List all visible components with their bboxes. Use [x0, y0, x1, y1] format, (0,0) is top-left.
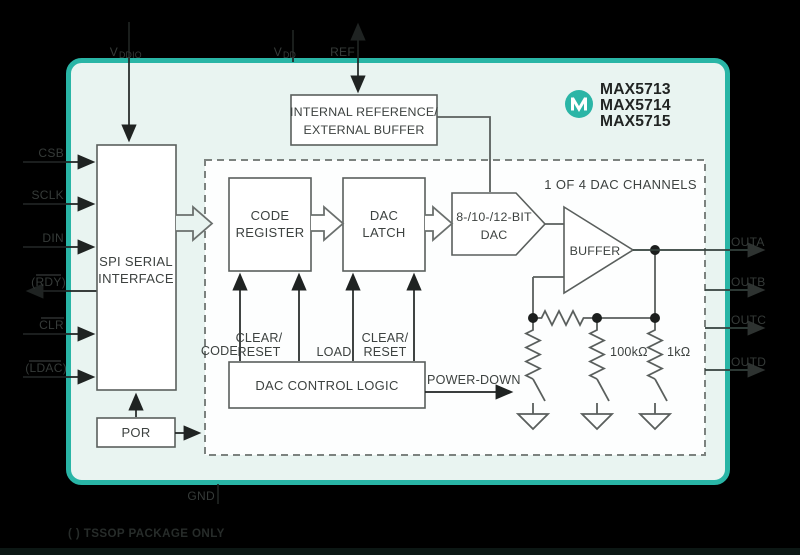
clear-reset-1-label-1: CLEAR/ — [236, 331, 283, 345]
ground-symbol-1 — [515, 413, 551, 431]
code-signal-label: CODE — [201, 344, 238, 358]
resistor-100k-label: 100kΩ — [610, 345, 648, 359]
dac-label-2: DAC — [481, 228, 508, 242]
ref-pin-label: REF — [330, 45, 355, 59]
vddio-pin-label: V — [110, 45, 118, 59]
vddio-pin-sub: DDIO — [119, 50, 142, 60]
ldac-pin-label: (LDAC) — [25, 361, 67, 375]
feedback-junction-dot — [528, 313, 538, 323]
vdd-pin-label: V — [274, 45, 282, 59]
dac-latch-label-1: DAC — [370, 208, 398, 223]
intref-to-dac-wire — [437, 116, 491, 192]
divider-resistor-2 — [587, 318, 607, 380]
reference-wires — [437, 116, 564, 225]
spi-interface-block — [96, 144, 177, 391]
load-signal-label: LOAD — [316, 345, 351, 359]
dac-control-logic-block — [228, 361, 426, 409]
outb-pin-label: OUTB — [731, 275, 766, 289]
dac-latch-label-2: LATCH — [362, 225, 405, 240]
tssop-footnote: ( ) TSSOP PACKAGE ONLY — [68, 527, 225, 540]
left-pin-wires — [23, 154, 97, 385]
resistor-network — [515, 250, 673, 431]
maxim-logo-m-glyph — [571, 97, 587, 112]
part-number-3: MAX5715 — [600, 113, 671, 130]
switch-blade-3 — [654, 378, 668, 402]
dac-control-logic-label: DAC CONTROL LOGIC — [255, 378, 398, 393]
code-register-block — [228, 177, 312, 272]
switch-blade-1 — [532, 378, 546, 402]
bus-arrows — [176, 205, 454, 242]
divider-resistor-1 — [523, 318, 543, 380]
spi-label-1: SPI SERIAL — [99, 254, 173, 269]
bottom-strip — [0, 548, 800, 555]
output-wires — [633, 242, 766, 378]
resistor-1k-label: 1kΩ — [667, 345, 690, 359]
clr-pin-label: CLR — [39, 318, 64, 332]
spi-to-channel-bus-arrow — [176, 205, 214, 242]
top-pin-wires — [121, 22, 366, 143]
intref-label-1: INTERNAL REFERENCE/ — [290, 105, 438, 119]
dac-latch-block — [342, 177, 426, 272]
outc-pin-label: OUTC — [731, 313, 766, 327]
clear-reset-2-label-2: RESET — [364, 345, 407, 359]
latch-to-dac-bus-arrow — [425, 205, 454, 242]
por-block — [96, 417, 176, 448]
dac-pentagon-block — [451, 192, 547, 256]
gnd-pin-label: GND — [187, 489, 215, 503]
dac-channel-note: 1 OF 4 DAC CHANNELS — [544, 177, 697, 192]
por-label: POR — [121, 425, 150, 440]
junction-dots — [528, 245, 660, 323]
dac-label-1: 8-/10-/12-BIT — [456, 210, 532, 224]
feedback-resistor-h — [533, 308, 655, 328]
rdy-pin-label: (RDY) — [31, 275, 66, 289]
divider-junction-dot-1 — [592, 313, 602, 323]
outa-pin-label: OUTA — [731, 235, 765, 249]
spi-label-2: INTERFACE — [98, 271, 174, 286]
vdd-pin-sub: DD — [283, 50, 296, 60]
ground-symbol-2 — [579, 413, 615, 431]
part-number-2: MAX5714 — [600, 97, 671, 114]
power-down-signal-label: POWER-DOWN — [427, 373, 521, 387]
codereg-to-latch-bus-arrow — [311, 205, 345, 242]
internal-reference-block — [290, 94, 438, 146]
part-number-1: MAX5713 — [600, 81, 671, 98]
ground-symbol-3 — [637, 413, 673, 431]
buffer-label: BUFFER — [570, 244, 621, 258]
block-outlines — [96, 94, 635, 448]
outd-pin-label: OUTD — [731, 355, 766, 369]
din-pin-label: DIN — [42, 231, 64, 245]
csb-pin-label: CSB — [38, 146, 64, 160]
divider-junction-dot-2 — [650, 313, 660, 323]
sclk-pin-label: SCLK — [31, 188, 64, 202]
maxim-branding: MAX5713 MAX5714 MAX5715 — [565, 81, 671, 130]
maxim-logo-icon — [565, 90, 593, 118]
switch-blade-2 — [596, 378, 610, 402]
intref-label-2: EXTERNAL BUFFER — [304, 123, 425, 137]
divider-resistor-3 — [645, 318, 665, 380]
code-register-label-1: CODE — [251, 208, 290, 223]
clear-reset-1-label-2: RESET — [238, 345, 281, 359]
control-wires — [128, 272, 514, 441]
clear-reset-2-label-1: CLEAR/ — [362, 331, 409, 345]
code-register-label-2: REGISTER — [236, 225, 305, 240]
buffer-amp-triangle — [563, 205, 635, 295]
